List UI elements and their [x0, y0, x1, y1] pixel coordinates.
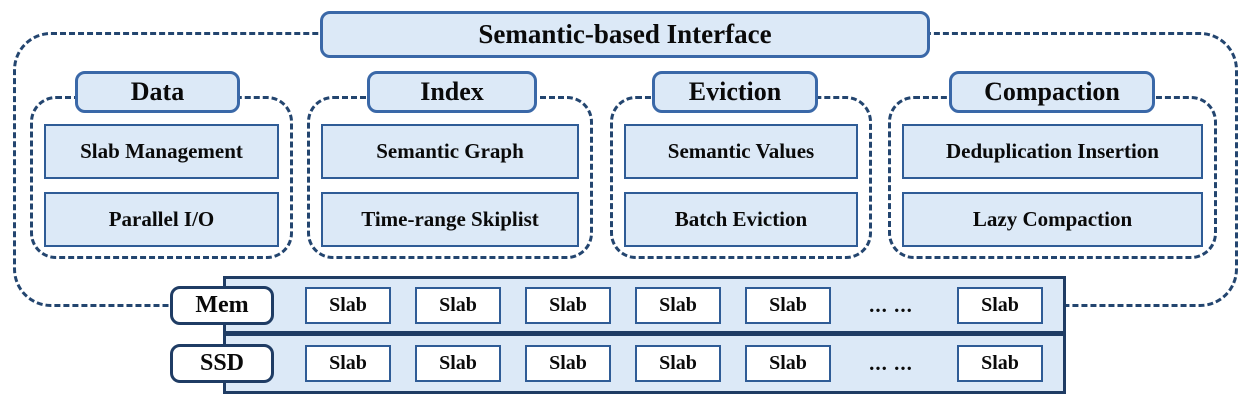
cell-lazy-compaction: Lazy Compaction [902, 192, 1203, 247]
ssd-slab: Slab [745, 345, 831, 382]
mem-slab: Slab [305, 287, 391, 324]
mem-slab: Slab [635, 287, 721, 324]
group-data-header: Data [75, 71, 240, 113]
group-index-header: Index [367, 71, 537, 113]
ssd-slab-ellipsis: ... ... [869, 351, 913, 375]
mem-slab: Slab [525, 287, 611, 324]
cell-semantic-graph: Semantic Graph [321, 124, 579, 179]
group-data-label: Data [130, 77, 185, 106]
group-eviction-label: Eviction [688, 77, 782, 106]
cell-time-range-skiplist: Time-range Skiplist [321, 192, 579, 247]
cell-deduplication-insertion: Deduplication Insertion [902, 124, 1203, 179]
cell-parallel-io: Parallel I/O [44, 192, 279, 247]
mem-slab-ellipsis: ... ... [869, 293, 913, 317]
group-compaction-header: Compaction [949, 71, 1155, 113]
group-compaction-label: Compaction [984, 77, 1120, 106]
mem-slab: Slab [957, 287, 1043, 324]
cell-semantic-values: Semantic Values [624, 124, 858, 179]
ssd-slab: Slab [957, 345, 1043, 382]
ssd-slab: Slab [305, 345, 391, 382]
ssd-slab: Slab [525, 345, 611, 382]
mem-label: Mem [170, 286, 274, 325]
ssd-slab: Slab [415, 345, 501, 382]
semantic-interface-box: Semantic-based Interface [320, 11, 930, 58]
cell-slab-management: Slab Management [44, 124, 279, 179]
mem-slab: Slab [745, 287, 831, 324]
group-eviction-header: Eviction [652, 71, 818, 113]
ssd-label: SSD [170, 344, 274, 383]
semantic-interface-label: Semantic-based Interface [478, 19, 772, 49]
mem-slab: Slab [415, 287, 501, 324]
ssd-slab: Slab [635, 345, 721, 382]
cell-batch-eviction: Batch Eviction [624, 192, 858, 247]
group-index-label: Index [420, 77, 484, 106]
